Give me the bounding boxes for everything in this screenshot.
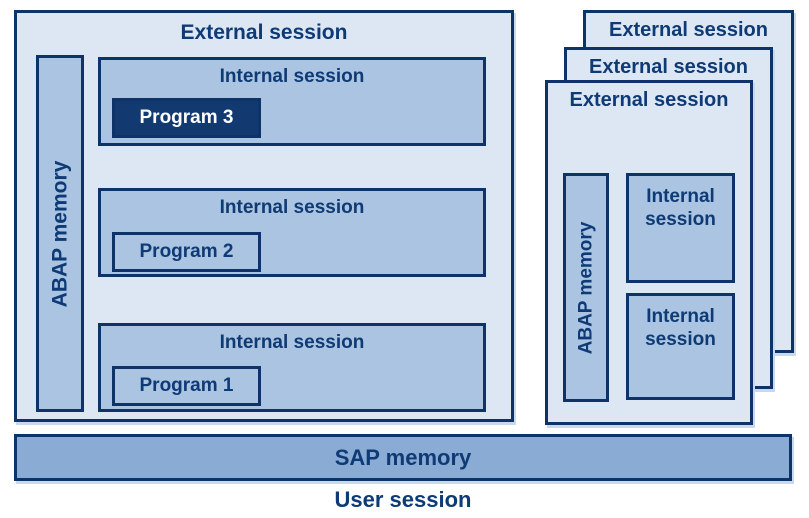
sap-memory-label: SAP memory — [334, 444, 472, 470]
abap-memory-bar-right: ABAP memory — [563, 173, 609, 402]
internal-session-title-1: Internal session — [219, 66, 365, 87]
external-session-title-back: External session — [609, 19, 768, 41]
program-1-label: Program 1 — [139, 375, 234, 396]
internal-session-title-2: Internal session — [219, 197, 365, 218]
abap-memory-label-left: ABAP memory — [48, 160, 72, 307]
external-session-title-middle: External session — [589, 56, 748, 78]
external-session-title: External session — [180, 21, 348, 44]
internal-session-box-right-2: Internal session — [626, 293, 735, 400]
external-session-title-front: External session — [569, 89, 729, 111]
abap-memory-label-right: ABAP memory — [575, 221, 597, 354]
program-3-box: Program 3 — [112, 98, 261, 138]
program-3-label: Program 3 — [139, 107, 234, 128]
user-session-label: User session — [334, 487, 472, 512]
program-2-label: Program 2 — [139, 241, 234, 262]
program-1-box: Program 1 — [112, 366, 261, 406]
abap-memory-bar-left: ABAP memory — [36, 55, 84, 412]
internal-session-title-3: Internal session — [219, 332, 365, 353]
internal-session-box-right-1: Internal session — [626, 173, 735, 283]
program-2-box: Program 2 — [112, 232, 261, 272]
external-session-box-front: External session ABAP memory Internal se… — [545, 80, 753, 425]
sap-memory-bar: SAP memory — [14, 434, 792, 481]
